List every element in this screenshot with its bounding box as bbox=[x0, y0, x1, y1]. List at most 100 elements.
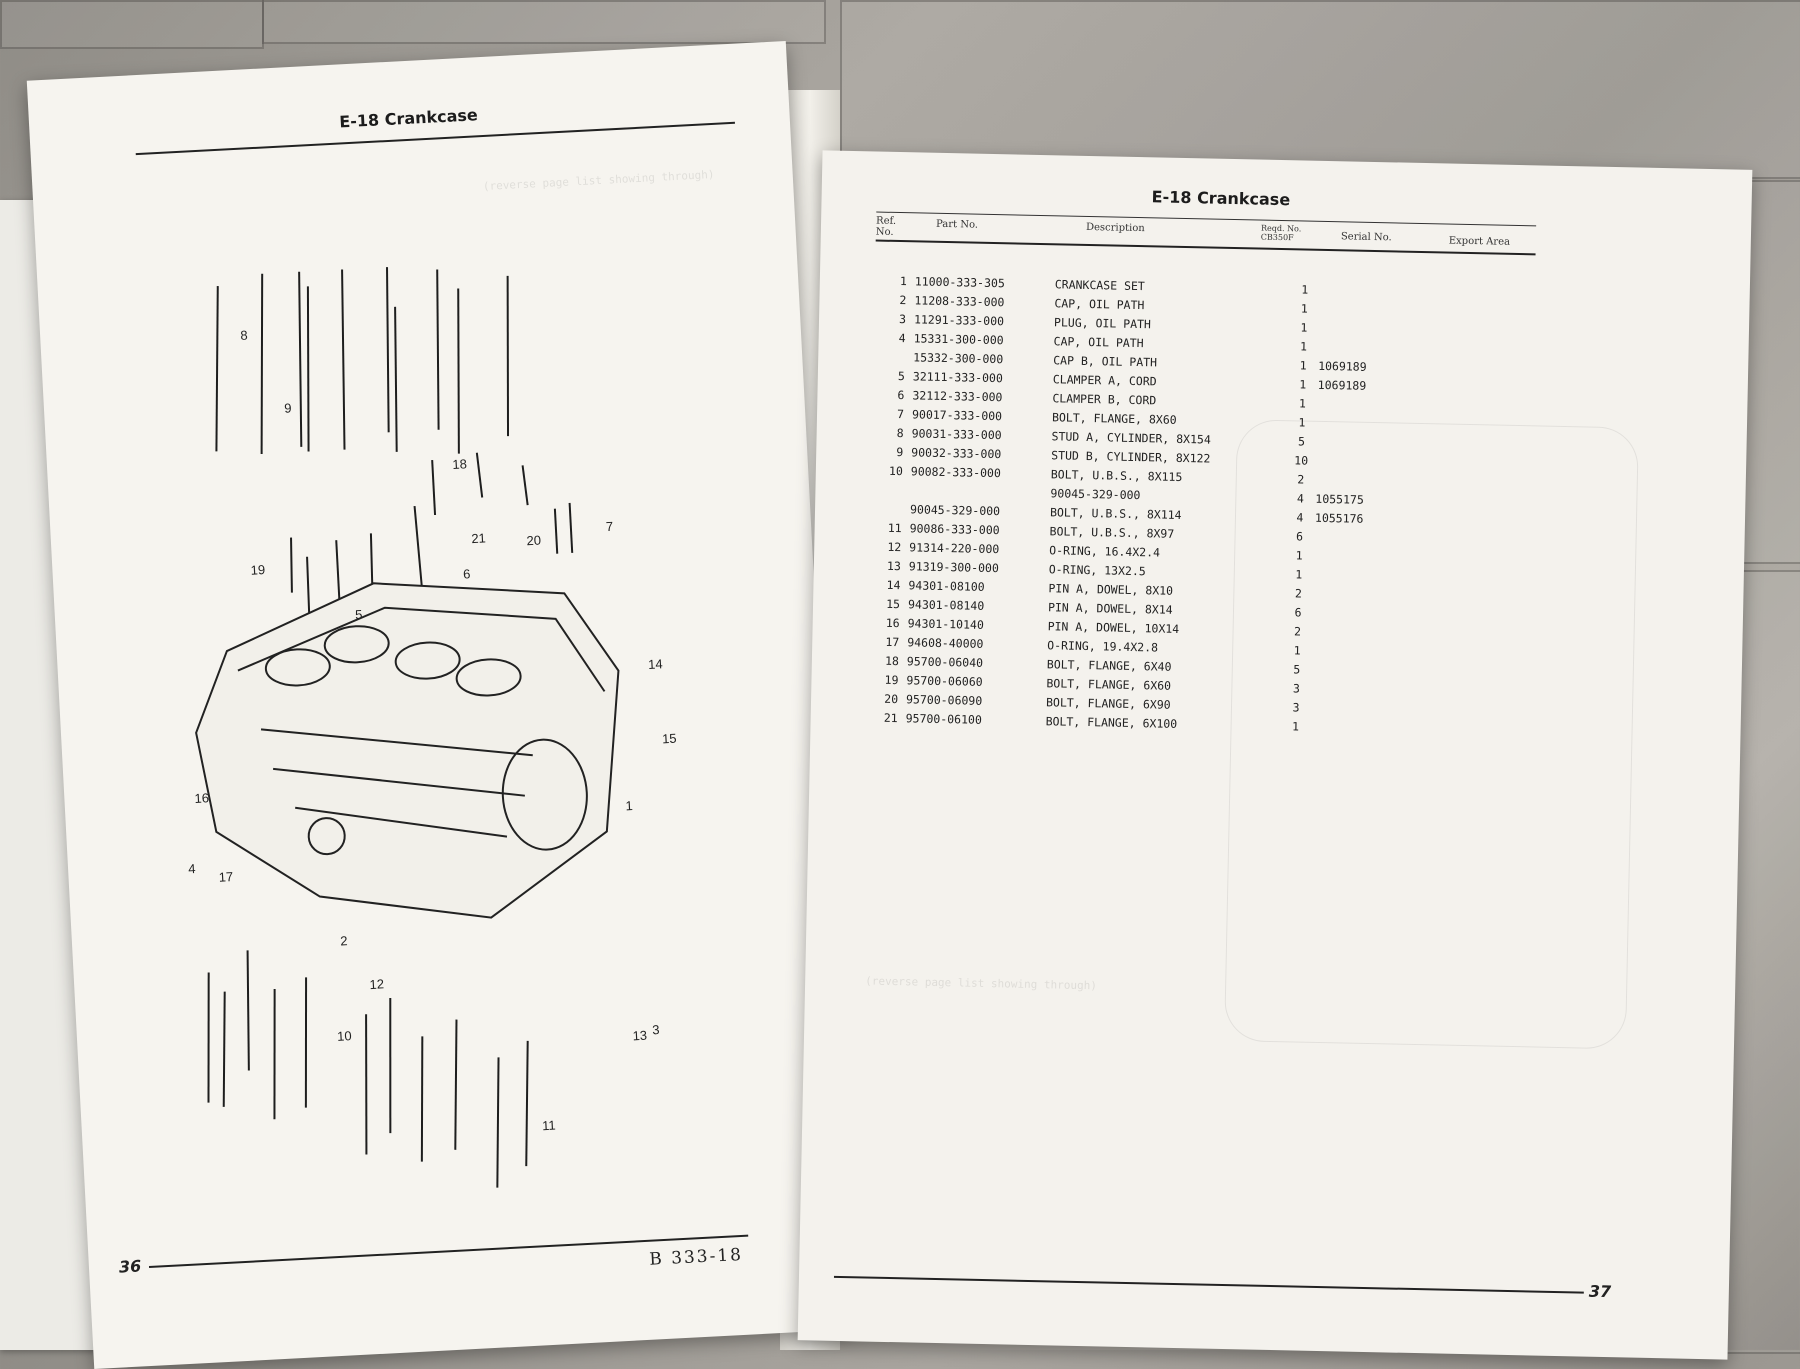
serial-cell bbox=[1320, 283, 1440, 305]
callout-labels: 1 2 3 4 5 6 7 8 9 10 11 12 13 14 15 16 1… bbox=[188, 328, 677, 1134]
col-part-no: Part No. bbox=[935, 218, 979, 231]
ref-cell: 18 bbox=[884, 653, 900, 669]
callout-label: 12 bbox=[369, 976, 384, 992]
ref-cell bbox=[870, 501, 910, 521]
qty-cell: 1 bbox=[1299, 377, 1307, 392]
brick-top-right bbox=[840, 0, 1800, 179]
qty-cell: 6 bbox=[1295, 529, 1304, 544]
ref-cell: 3 bbox=[898, 312, 907, 327]
ref-cell: 9 bbox=[896, 445, 904, 460]
qty-cell: 2 bbox=[1297, 472, 1305, 487]
serial-cell bbox=[1312, 663, 1432, 685]
crankcase-body bbox=[195, 582, 620, 919]
left-page-number: 36 bbox=[118, 1256, 142, 1277]
qty-cell: 5 bbox=[1293, 662, 1301, 677]
stud-group bbox=[215, 267, 510, 454]
callout-label: 9 bbox=[284, 400, 292, 415]
callout-label: 17 bbox=[218, 869, 233, 885]
serial-cell bbox=[1317, 397, 1437, 419]
left-page: E-18 Crankcase (reverse page list showin… bbox=[26, 40, 854, 1369]
ref-cell: 11 bbox=[887, 520, 902, 536]
callout-label: 2 bbox=[340, 933, 348, 948]
serial-cell bbox=[1319, 321, 1439, 343]
qty-cell: 4 bbox=[1296, 491, 1304, 506]
ref-cell: 4 bbox=[898, 331, 906, 346]
qty-cell: 1 bbox=[1300, 320, 1308, 335]
ref-cell: 17 bbox=[885, 634, 900, 650]
part-no-cell: 95700-06100 bbox=[905, 711, 982, 727]
callout-label: 14 bbox=[648, 656, 663, 672]
serial-cell: 1069189 bbox=[1318, 358, 1367, 374]
ref-cell: 2 bbox=[899, 293, 907, 308]
right-footer-rule bbox=[833, 1275, 1584, 1294]
serial-cell: 1055176 bbox=[1314, 510, 1364, 526]
ref-cell: 21 bbox=[883, 710, 898, 726]
qty-cell: 2 bbox=[1294, 586, 1303, 601]
crankcase-exploded-diagram: 1 2 3 4 5 6 7 8 9 10 11 12 13 14 15 16 1… bbox=[188, 267, 677, 1188]
callout-label: 20 bbox=[526, 532, 541, 548]
callout-label: 8 bbox=[240, 328, 248, 343]
serial-cell bbox=[1314, 530, 1434, 552]
right-page: E-18 Crankcase Ref. No. Part No. Descrip… bbox=[797, 150, 1753, 1360]
ref-cell: 19 bbox=[884, 672, 899, 688]
ref-cell bbox=[870, 482, 910, 502]
ref-cell: 20 bbox=[884, 691, 899, 707]
callout-label: 15 bbox=[662, 731, 677, 747]
serial-cell bbox=[1314, 568, 1434, 590]
serial-cell: 1069189 bbox=[1317, 377, 1367, 393]
ref-cell bbox=[873, 350, 913, 370]
qty-cell: 1 bbox=[1295, 567, 1303, 582]
qty-cell: 2 bbox=[1293, 624, 1302, 639]
col-description: Description bbox=[1085, 221, 1145, 235]
callout-label: 7 bbox=[605, 519, 613, 534]
qty-cell: 1 bbox=[1295, 548, 1303, 563]
callout-label: 11 bbox=[542, 1118, 556, 1134]
illustration-code: B 333-18 bbox=[648, 1244, 744, 1270]
qty-cell: 1 bbox=[1291, 719, 1300, 734]
right-section-title: E-18 Crankcase bbox=[1151, 187, 1291, 210]
serial-cell bbox=[1311, 701, 1431, 723]
serial-cell bbox=[1319, 302, 1439, 324]
col-ref: Ref. No. bbox=[875, 215, 897, 238]
description-cell: BOLT, FLANGE, 6X100 bbox=[1045, 714, 1178, 731]
serial-cell bbox=[1313, 606, 1433, 628]
ref-cell: 10 bbox=[888, 463, 904, 479]
serial-cell bbox=[1317, 416, 1437, 438]
ref-cell: 7 bbox=[896, 407, 905, 422]
callout-label: 10 bbox=[337, 1028, 352, 1044]
ref-cell: 6 bbox=[897, 388, 905, 403]
ref-cell: 12 bbox=[887, 539, 902, 555]
qty-cell: 3 bbox=[1292, 700, 1300, 715]
callout-label: 13 bbox=[632, 1028, 647, 1044]
col-export: Export Area bbox=[1448, 235, 1511, 248]
serial-cell bbox=[1311, 682, 1431, 704]
serial-cell bbox=[1316, 435, 1436, 457]
right-page-number: 37 bbox=[1588, 1281, 1612, 1302]
callout-label: 19 bbox=[250, 562, 265, 578]
qty-cell: 5 bbox=[1297, 434, 1306, 449]
qty-cell: 1 bbox=[1300, 301, 1308, 316]
ref-cell: 15 bbox=[886, 596, 901, 612]
ref-cell: 1 bbox=[899, 274, 907, 289]
callout-label: 16 bbox=[194, 790, 209, 806]
qty-cell: 3 bbox=[1292, 681, 1301, 696]
qty-cell: 10 bbox=[1294, 453, 1309, 468]
ref-cell: 5 bbox=[897, 369, 905, 384]
ref-cell: 14 bbox=[886, 577, 901, 593]
serial-cell bbox=[1312, 644, 1432, 666]
serial-cell bbox=[1316, 454, 1436, 476]
bleed-through-list: (reverse page list showing through) bbox=[865, 974, 1098, 993]
callout-label: 21 bbox=[471, 530, 486, 546]
brick-top-left bbox=[0, 0, 264, 49]
callout-label: 5 bbox=[355, 607, 363, 622]
serial-cell bbox=[1318, 340, 1438, 362]
col-reqd: Reqd. No. CB350F bbox=[1260, 223, 1302, 243]
qty-cell: 4 bbox=[1296, 510, 1304, 525]
callout-label: 6 bbox=[463, 566, 471, 581]
qty-cell: 1 bbox=[1299, 358, 1307, 373]
ref-cell: 16 bbox=[885, 615, 900, 631]
serial-cell: 1055175 bbox=[1315, 491, 1364, 507]
callout-label: 18 bbox=[452, 456, 467, 472]
qty-cell: 6 bbox=[1294, 605, 1302, 620]
serial-cell bbox=[1313, 587, 1433, 609]
